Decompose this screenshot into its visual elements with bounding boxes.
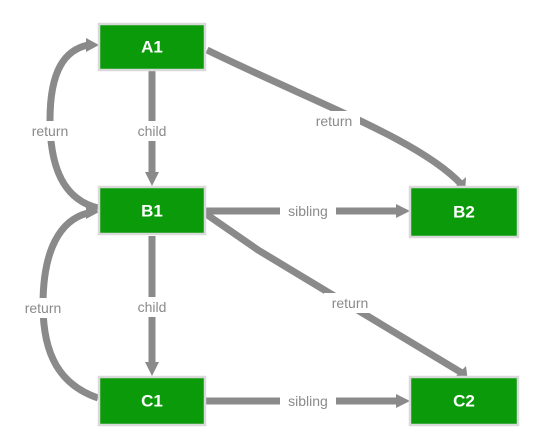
edge-c1-b1-return-arrowhead xyxy=(86,206,99,219)
node-b1[interactable]: B1 xyxy=(97,185,207,236)
edge-b1-b2-sibling-arrowhead xyxy=(396,204,410,218)
edge-b1-a1-return-arrowhead xyxy=(86,38,99,52)
edge-c1-b1-return: return xyxy=(17,206,100,402)
edge-b1-c1-child: child xyxy=(129,236,175,376)
edge-c1-b1-return-label: return xyxy=(25,300,62,316)
edge-b2-a1-return: return xyxy=(205,46,466,194)
node-a1-label: A1 xyxy=(141,38,163,57)
node-c1-box xyxy=(97,375,207,427)
edge-b1-c1-child-label: child xyxy=(138,299,167,315)
edge-c1-c2-sibling-label-bg xyxy=(280,391,336,411)
node-b1-box xyxy=(97,185,207,236)
edge-b1-b2-sibling-label: sibling xyxy=(288,203,328,219)
edge-b2-a1-return-label-bg xyxy=(308,111,360,131)
edge-b1-b2-sibling: sibling xyxy=(206,201,410,221)
node-b2-label: B2 xyxy=(453,203,475,222)
edge-c1-c2-sibling: sibling xyxy=(206,391,410,411)
edge-b1-b2-sibling-label-bg xyxy=(280,201,336,221)
edge-c2-b1-return-label: return xyxy=(332,295,369,311)
edge-b1-a1-return-label-bg xyxy=(24,121,76,141)
edge-c2-b1-return-line xyxy=(204,211,464,376)
node-b1-label: B1 xyxy=(141,202,163,221)
node-a1-box xyxy=(97,22,207,72)
edge-c1-b1-return-label-bg xyxy=(17,298,69,318)
node-c1[interactable]: C1 xyxy=(97,375,207,427)
edge-b1-a1-return-line xyxy=(46,41,99,212)
node-c1-label: C1 xyxy=(141,392,163,411)
node-b2[interactable]: B2 xyxy=(408,185,520,239)
edge-c2-b1-return: return xyxy=(204,211,468,382)
edge-a1-b1-child-label: child xyxy=(138,123,167,139)
edge-c2-b1-return-label-bg xyxy=(324,293,376,313)
edge-c1-c2-sibling-label: sibling xyxy=(288,393,328,409)
edge-b1-c1-child-arrowhead xyxy=(145,362,159,376)
edge-b2-a1-return-label: return xyxy=(316,113,353,129)
node-b2-box xyxy=(408,185,520,239)
edge-b1-c1-child-label-bg xyxy=(129,297,175,317)
edge-a1-b1-child-arrowhead xyxy=(145,172,159,186)
edge-b2-a1-return-line xyxy=(205,46,465,188)
edge-c1-c2-sibling-arrowhead xyxy=(396,394,410,408)
node-c2[interactable]: C2 xyxy=(408,375,520,427)
edge-b1-a1-return: return xyxy=(24,38,99,212)
node-c2-box xyxy=(408,375,520,427)
node-c2-label: C2 xyxy=(453,392,475,411)
node-a1[interactable]: A1 xyxy=(97,22,207,72)
edge-a1-b1-child: child xyxy=(129,70,175,186)
edge-b1-a1-return-label: return xyxy=(32,123,69,139)
edge-a1-b1-child-label-bg xyxy=(129,121,175,141)
